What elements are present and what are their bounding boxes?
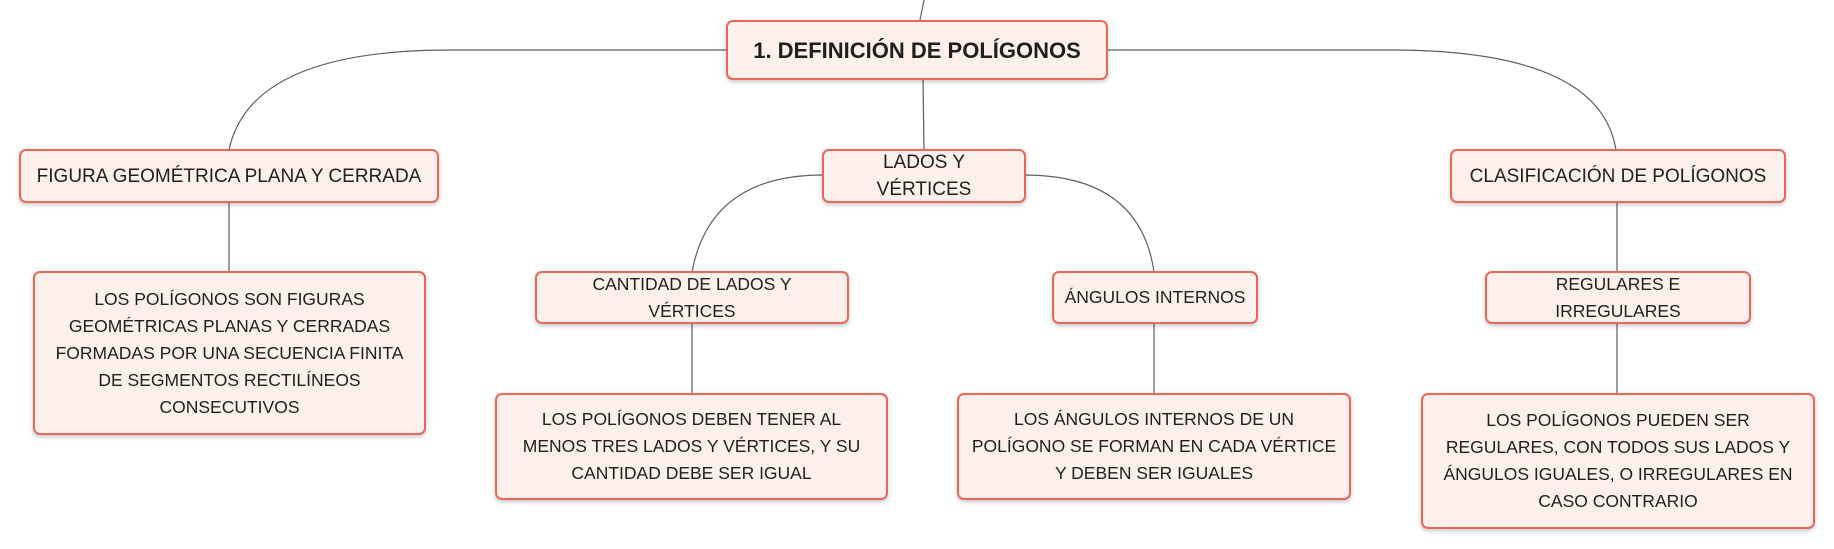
connector-top-stub bbox=[919, 0, 925, 21]
connector-root-to-lados bbox=[922, 78, 925, 151]
detail-regulares-irregulares-text: LOS POLÍGONOS PUEDEN SER REGULARES, CON … bbox=[1443, 410, 1793, 511]
node-regulares-irregulares-label: REGULARES E IRREGULARES bbox=[1555, 273, 1681, 321]
node-angulos-internos[interactable]: ÁNGULOS INTERNOS bbox=[1052, 271, 1258, 324]
root-node-label: 1. DEFINICIÓN DE POLÍGONOS bbox=[753, 37, 1081, 63]
detail-cantidad-lados[interactable]: LOS POLÍGONOS DEBEN TENER AL MENOS TRES … bbox=[495, 393, 888, 500]
node-lados-vertices-label: LADOS Y VÉRTICES bbox=[876, 152, 972, 200]
detail-figura-geometrica[interactable]: LOS POLÍGONOS SON FIGURAS GEOMÉTRICAS PL… bbox=[33, 271, 426, 435]
detail-angulos-internos[interactable]: LOS ÁNGULOS INTERNOS DE UN POLÍGONO SE F… bbox=[957, 393, 1351, 500]
node-clasificacion[interactable]: CLASIFICACIÓN DE POLÍGONOS bbox=[1450, 149, 1786, 203]
node-figura-geometrica-label: FIGURA GEOMÉTRICA PLANA Y CERRADA bbox=[36, 165, 422, 187]
connector-lados-to-angulos bbox=[1023, 174, 1155, 273]
detail-angulos-internos-text: LOS ÁNGULOS INTERNOS DE UN POLÍGONO SE F… bbox=[971, 409, 1337, 483]
detail-regulares-irregulares[interactable]: LOS POLÍGONOS PUEDEN SER REGULARES, CON … bbox=[1421, 393, 1815, 529]
node-angulos-internos-label: ÁNGULOS INTERNOS bbox=[1064, 287, 1246, 307]
detail-figura-geometrica-text: LOS POLÍGONOS SON FIGURAS GEOMÉTRICAS PL… bbox=[55, 288, 404, 417]
node-regulares-irregulares[interactable]: REGULARES E IRREGULARES bbox=[1485, 271, 1751, 324]
node-lados-vertices[interactable]: LADOS Y VÉRTICES bbox=[822, 149, 1026, 203]
node-cantidad-lados[interactable]: CANTIDAD DE LADOS Y VÉRTICES bbox=[535, 271, 849, 324]
node-cantidad-lados-label: CANTIDAD DE LADOS Y VÉRTICES bbox=[592, 273, 792, 321]
node-clasificacion-label: CLASIFICACIÓN DE POLÍGONOS bbox=[1469, 165, 1767, 187]
connector-lados-to-cantidad bbox=[691, 174, 824, 273]
node-figura-geometrica[interactable]: FIGURA GEOMÉTRICA PLANA Y CERRADA bbox=[19, 149, 439, 203]
detail-cantidad-lados-text: LOS POLÍGONOS DEBEN TENER AL MENOS TRES … bbox=[522, 409, 861, 483]
root-node[interactable]: 1. DEFINICIÓN DE POLÍGONOS bbox=[726, 20, 1108, 80]
connector-root-to-clasificacion bbox=[1106, 49, 1617, 151]
connector-root-to-figura bbox=[228, 49, 726, 151]
